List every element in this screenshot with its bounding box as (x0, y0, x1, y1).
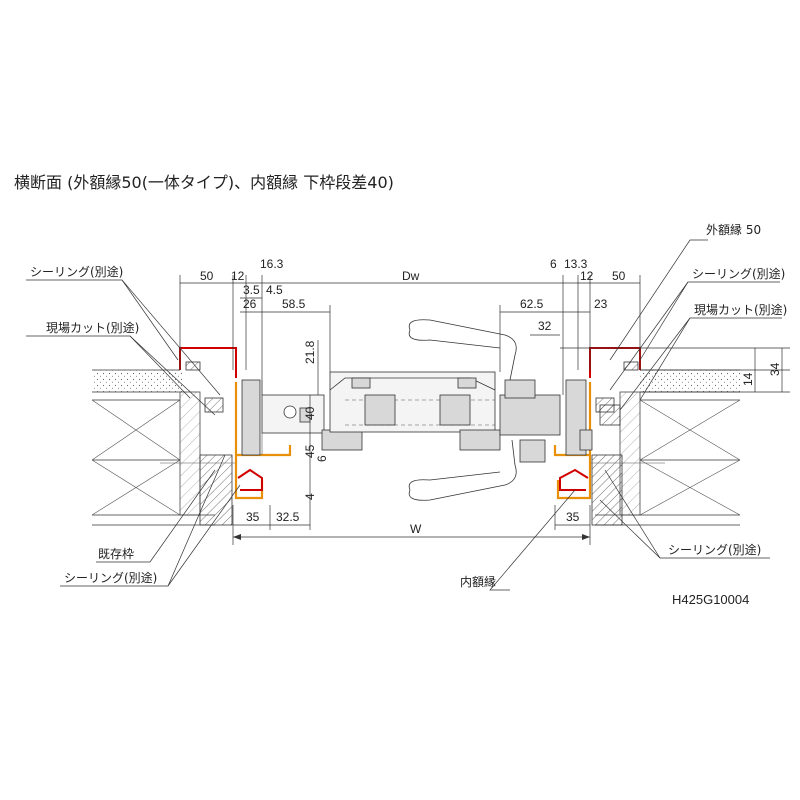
dim-left-50: 50 (200, 269, 214, 283)
dimension-values: 50 12 16.3 3.5 4.5 26 58.5 Dw 6 13.3 12 … (200, 257, 782, 536)
label-sealing-top-left: シーリング(別途) (30, 264, 123, 279)
label-sealing-bottom-right: シーリング(別途) (668, 542, 761, 557)
dim-left-12: 12 (231, 269, 245, 283)
dim-right-32: 32 (538, 319, 552, 333)
label-field-cut-left: 現場カット(別途) (46, 320, 139, 335)
dim-left-6: 6 (315, 455, 329, 462)
dim-right-34: 34 (768, 362, 782, 376)
label-outer-casing: 外額縁 50 (706, 222, 761, 237)
label-inner-casing: 内額縁 (460, 574, 496, 589)
dim-left-3-5: 3.5 (243, 283, 260, 297)
left-frame (179, 347, 363, 500)
dim-right-12: 12 (580, 269, 594, 283)
label-sealing-top-right: シーリング(別途) (692, 266, 785, 281)
dim-left-58-5: 58.5 (282, 297, 306, 311)
dim-right-50: 50 (612, 269, 626, 283)
dim-left-45: 45 (303, 444, 317, 458)
dim-right-13-3: 13.3 (564, 257, 588, 271)
label-sealing-bottom-left: シーリング(別途) (64, 570, 157, 585)
dim-left-26: 26 (243, 297, 257, 311)
page-title: 横断面 (外額縁50(一体タイプ)、内額縁 下枠段差40) (14, 173, 394, 192)
dim-left-40: 40 (303, 406, 317, 420)
dim-right-23: 23 (594, 297, 608, 311)
dim-dw: Dw (402, 269, 420, 283)
annotation-labels: シーリング(別途) 現場カット(別途) 既存枠 シーリング(別途) 外額縁 50… (30, 222, 787, 589)
dim-left-4: 4 (303, 493, 317, 500)
dim-left-16-3: 16.3 (260, 257, 284, 271)
label-field-cut-right: 現場カット(別途) (694, 302, 787, 317)
window-sash (329, 319, 561, 501)
dimension-lines (179, 275, 790, 545)
dim-bottom-right-35: 35 (566, 510, 580, 524)
dim-w: W (410, 522, 422, 536)
dim-bottom-left-35: 35 (246, 510, 260, 524)
drawing-code: H425G10004 (672, 592, 749, 607)
label-existing-frame: 既存枠 (98, 547, 134, 561)
dim-right-62-5: 62.5 (520, 297, 544, 311)
leader-lines (26, 239, 782, 591)
wall-structure (91, 361, 741, 526)
dim-left-4-5: 4.5 (266, 283, 283, 297)
dim-right-6: 6 (550, 257, 557, 271)
dim-right-14: 14 (741, 372, 755, 386)
dim-left-21-8: 21.8 (303, 340, 317, 364)
dim-bottom-left-32-5: 32.5 (276, 510, 300, 524)
